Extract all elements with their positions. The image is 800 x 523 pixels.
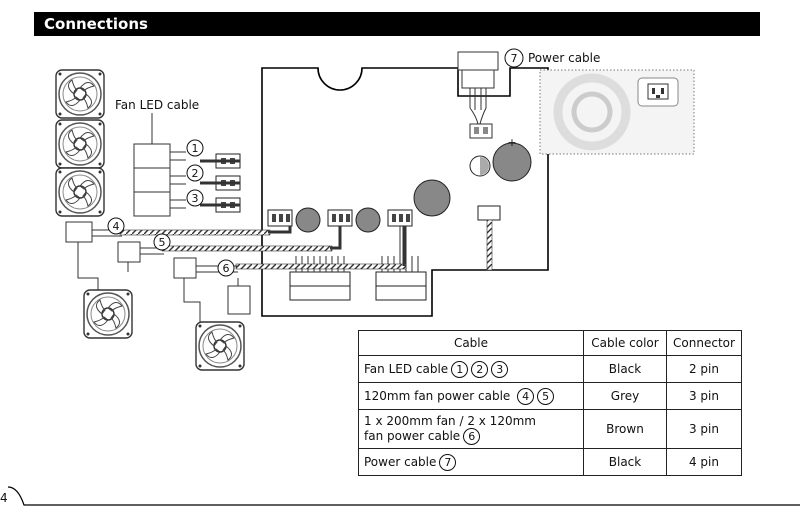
cable-name-line1: 1 x 200mm fan / 2 x 120mm [364, 413, 536, 428]
power-cable-label: Power cable [528, 51, 600, 65]
cable-number: 4 [517, 387, 535, 405]
cell-connector: 3 pin [666, 409, 742, 449]
capacitor-small-b [355, 207, 381, 233]
capacitor-small-a [295, 207, 321, 233]
capacitor-medium [413, 179, 451, 217]
cable-number: 2 [471, 360, 489, 378]
cable-number: 5 [537, 387, 555, 405]
power-cable-connector [457, 51, 499, 139]
power-cable-marker [504, 48, 524, 68]
cell-color: Black [583, 448, 667, 476]
cable-marker-number-3: 3 [192, 192, 199, 205]
power-supply-illustration [539, 69, 695, 155]
cable-marker-2 [186, 164, 204, 182]
bottom-connectors [289, 271, 427, 301]
cable-marker-number-2: 2 [192, 167, 199, 180]
cable-number: 3 [491, 360, 509, 378]
capacitor-plus-sign: + [507, 136, 516, 149]
header-connector: Connector [666, 330, 742, 356]
cable-name: Power cable [364, 454, 437, 469]
cable-number: 6 [463, 427, 481, 445]
cable-marker-number-5: 5 [159, 236, 166, 249]
page-number: 4 [0, 491, 8, 505]
fan-led-cable-label: Fan LED cable [115, 98, 199, 112]
cable-marker-4 [107, 217, 125, 235]
cable-name-line2: fan power cable [364, 428, 461, 443]
cable-name: 120mm fan power cable [364, 388, 511, 403]
cable-name: Fan LED cable [364, 361, 449, 376]
power-cable-marker-number: 7 [511, 52, 518, 65]
cable-marker-3 [186, 189, 204, 207]
cell-connector: 4 pin [666, 448, 742, 476]
cable-marker-5 [153, 233, 171, 251]
capacitor-large [492, 142, 532, 182]
cable-spec-table: Cable Cable color Connector Fan LED cabl… [358, 330, 742, 476]
cell-color: Black [583, 355, 667, 383]
section-header: Connections [34, 12, 760, 36]
cable-number: 1 [451, 360, 469, 378]
pcb-board-outline [261, 67, 549, 317]
fan-power-connectors [65, 221, 251, 322]
cell-color: Grey [583, 382, 667, 410]
cable-marker-6 [217, 259, 235, 277]
small-component-shade [480, 157, 489, 175]
cable-marker-number-6: 6 [223, 262, 230, 275]
section-title: Connections [44, 15, 148, 33]
cell-connector: 3 pin [666, 382, 742, 410]
cable-marker-number-4: 4 [113, 220, 120, 233]
fan-led-connectors [133, 143, 186, 217]
cable-number: 7 [439, 453, 457, 471]
cable-marker-number-1: 1 [192, 142, 199, 155]
cable-marker-1 [186, 139, 204, 157]
table-header-row: Cable Cable color Connector [358, 330, 742, 356]
